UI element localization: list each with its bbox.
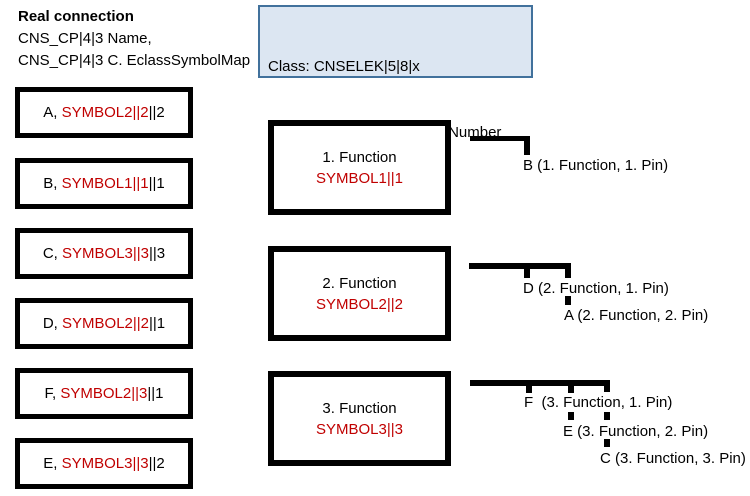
connection-label: E,: [43, 455, 62, 472]
pin-connector-drop: [524, 136, 530, 155]
pin-connector-dash: [604, 439, 610, 447]
connection-symbol: SYMBOL2||2: [62, 315, 150, 332]
connection-symbol: SYMBOL2||2: [61, 104, 149, 121]
connection-pin: ||1: [147, 385, 164, 402]
header-title: Real connection: [18, 8, 134, 25]
pin-connector-drop: [565, 263, 571, 278]
connection-symbol: SYMBOL3||3: [62, 245, 150, 262]
function-box-1: 1. Function SYMBOL1||1: [268, 120, 451, 215]
pin-connector-line: [470, 136, 530, 141]
connection-label: F,: [44, 385, 61, 402]
pin-label-e: E (3. Function, 2. Pin): [563, 423, 709, 440]
connection-box-f: F, SYMBOL2||3||1: [15, 368, 193, 419]
pin-label-d: D (2. Function, 1. Pin): [523, 280, 669, 297]
header-line-eclasssymbolmap: CNS_CP|4|3 C. EclassSymbolMap: [18, 52, 251, 69]
connection-pin: ||2: [148, 455, 165, 472]
connection-box-d: D, SYMBOL2||2||1: [15, 298, 193, 349]
pin-connector-tick: [568, 386, 574, 393]
real-connection-header: Real connection CNS_CP|4|3 Name, CNS_CP|…: [18, 6, 250, 72]
connection-box-b: B, SYMBOL1||1||1: [15, 158, 193, 209]
function-symbol: SYMBOL3||3: [316, 420, 403, 438]
pin-connector-drop: [604, 380, 610, 392]
pin-connector-dash: [568, 412, 574, 420]
connection-box-e: E, SYMBOL3||3||2: [15, 438, 193, 489]
function-box-2: 2. Function SYMBOL2||2: [268, 246, 451, 341]
connection-label: C,: [42, 245, 63, 262]
function-symbol: SYMBOL1||1: [316, 169, 403, 187]
function-symbol: SYMBOL2||2: [316, 295, 403, 313]
pin-connector-tick: [526, 386, 532, 393]
pin-connector-dash: [604, 412, 610, 420]
connection-box-a: A, SYMBOL2||2||2: [15, 87, 193, 138]
connection-box-c: C, SYMBOL3||3||3: [15, 228, 193, 279]
function-box-3: 3. Function SYMBOL3||3: [268, 371, 451, 466]
connection-pin: ||1: [148, 175, 165, 192]
pin-connector-tick: [524, 269, 530, 278]
function-title: 1. Function: [322, 148, 397, 166]
pin-label-a: A (2. Function, 2. Pin): [564, 307, 709, 324]
connection-symbol: SYMBOL3||3: [61, 455, 149, 472]
pin-label-c: C (3. Function, 3. Pin): [600, 450, 746, 467]
connection-pin: ||2: [148, 104, 165, 121]
connection-symbol: SYMBOL2||3: [60, 385, 148, 402]
pin-connector-line: [470, 380, 610, 386]
connection-label: A,: [43, 104, 62, 121]
class-info-box: Class: CNSELEK|5|8|x Attribute: Symbol/F…: [258, 5, 533, 207]
pin-label-b: B (1. Function, 1. Pin): [523, 157, 669, 174]
pin-label-f: F (3. Function, 1. Pin): [524, 394, 673, 411]
connection-label: B,: [43, 175, 62, 192]
function-title: 3. Function: [322, 399, 397, 417]
pin-connector-line: [469, 263, 571, 269]
function-title: 2. Function: [322, 274, 397, 292]
connection-symbol: SYMBOL1||1: [61, 175, 149, 192]
info-class-line: Class: CNSELEK|5|8|x: [268, 58, 420, 75]
connection-label: D,: [42, 315, 63, 332]
connection-pin: ||1: [149, 315, 166, 332]
connection-pin: ||3: [149, 245, 166, 262]
header-line-name: CNS_CP|4|3 Name,: [18, 30, 152, 47]
pin-connector-dash: [565, 296, 571, 305]
